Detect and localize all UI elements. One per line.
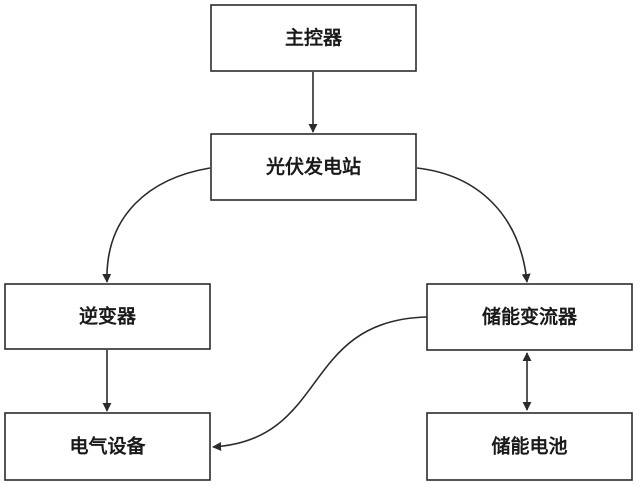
edge-pv-to-storage-converter xyxy=(416,167,531,283)
node-inverter-label: 逆变器 xyxy=(79,305,137,328)
node-pv-station: 光伏发电站 xyxy=(210,133,417,201)
edge-storage-converter-to-equipment xyxy=(212,316,428,451)
node-storage-converter: 储能变流器 xyxy=(426,283,633,351)
node-main-controller-label: 主控器 xyxy=(285,26,343,49)
node-storage-battery-label: 储能电池 xyxy=(491,435,567,458)
node-electrical-equipment-label: 电气设备 xyxy=(69,435,146,458)
edge-pv-to-inverter xyxy=(102,167,211,283)
node-storage-converter-label: 储能变流器 xyxy=(482,305,578,328)
node-pv-station-label: 光伏发电站 xyxy=(265,155,361,178)
node-electrical-equipment: 电气设备 xyxy=(4,412,211,481)
node-main-controller: 主控器 xyxy=(210,4,417,72)
node-storage-battery: 储能电池 xyxy=(426,412,633,481)
node-inverter: 逆变器 xyxy=(4,283,211,350)
